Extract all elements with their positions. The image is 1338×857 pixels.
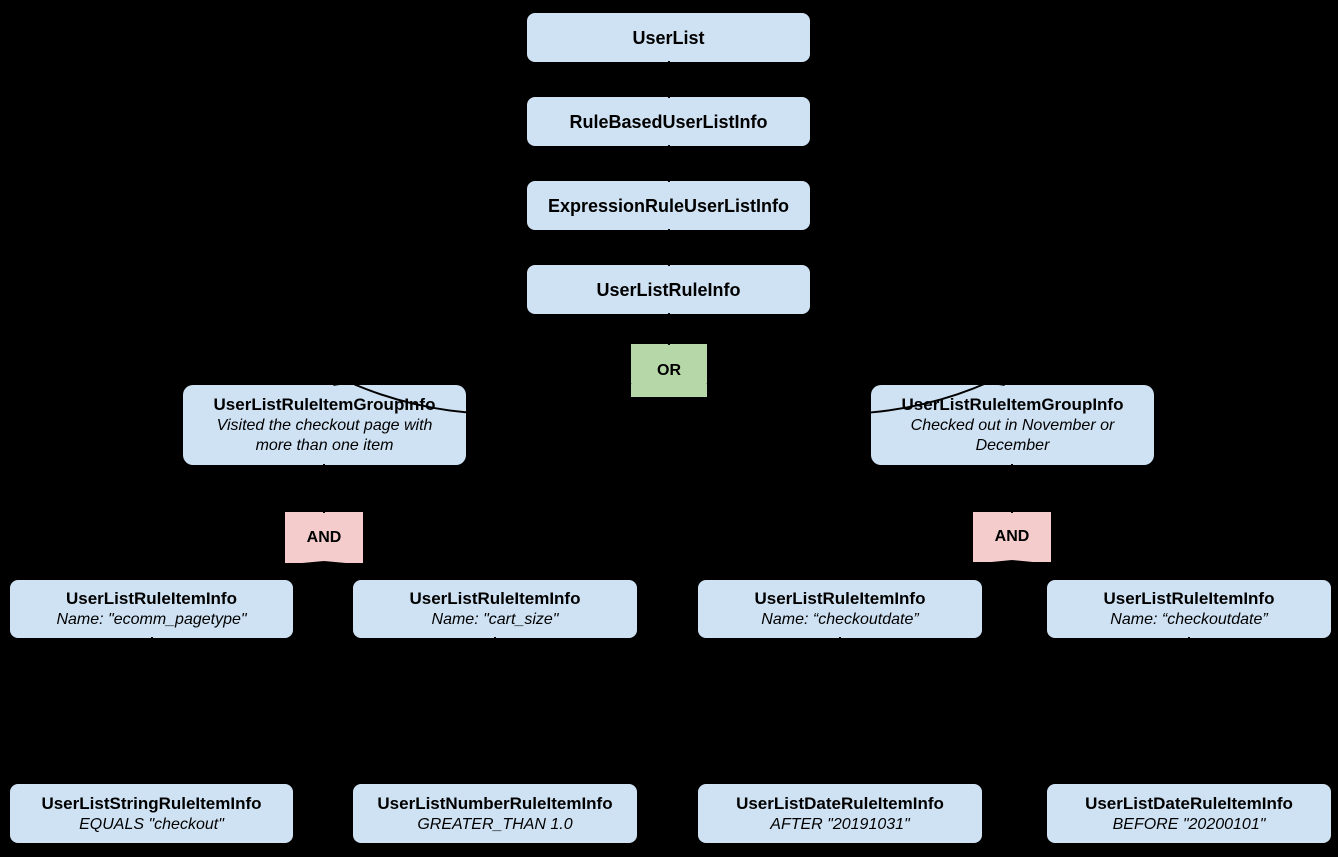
node-rule-item-group-left: UserListRuleItemGroupInfo Visited the ch…: [183, 385, 466, 465]
node-userlist: UserList: [527, 13, 810, 62]
node-date-rule-item-info-before-note: BEFORE "20200101": [1112, 815, 1266, 833]
connector-and-right-item-4: [1011, 560, 1190, 579]
and-operator-left-label: AND: [306, 528, 342, 546]
node-expression-rule-user-list-info-label: ExpressionRuleUserListInfo: [547, 195, 790, 216]
node-rule-item-cart-size-label: UserListRuleItemInfo: [409, 589, 581, 608]
node-number-rule-item-info: UserListNumberRuleItemInfo GREATER_THAN …: [353, 784, 637, 843]
node-string-rule-item-info: UserListStringRuleItemInfo EQUALS "check…: [10, 784, 293, 843]
node-rule-item-ecomm-pagetype-note: Name: "ecomm_pagetype": [56, 611, 247, 628]
connector-and-left-item-2: [323, 561, 496, 579]
node-user-list-rule-info-label: UserListRuleInfo: [596, 279, 741, 300]
node-rule-item-cart-size-note: Name: "cart_size": [431, 611, 559, 628]
node-userlist-label: UserList: [632, 27, 705, 48]
and-operator-left-node: AND: [285, 512, 363, 563]
node-user-list-rule-info: UserListRuleInfo: [527, 265, 810, 314]
node-expression-rule-user-list-info: ExpressionRuleUserListInfo: [527, 181, 810, 230]
node-rule-item-checkoutdate-before: UserListRuleItemInfo Name: “checkoutdate…: [1047, 580, 1331, 638]
node-rule-based-user-list-info: RuleBasedUserListInfo: [527, 97, 810, 146]
node-date-rule-item-info-after-label: UserListDateRuleItemInfo: [736, 793, 944, 813]
node-rule-item-checkoutdate-before-note: Name: “checkoutdate”: [1110, 611, 1268, 628]
node-number-rule-item-info-note: GREATER_THAN 1.0: [417, 815, 573, 833]
node-number-rule-item-info-label: UserListNumberRuleItemInfo: [377, 793, 613, 813]
node-rule-item-checkoutdate-after-label: UserListRuleItemInfo: [754, 589, 926, 608]
node-rule-item-group-left-note: Visited the checkout page with more than…: [216, 417, 433, 454]
node-rule-item-ecomm-pagetype: UserListRuleItemInfo Name: "ecomm_pagety…: [10, 580, 293, 638]
node-rule-item-cart-size: UserListRuleItemInfo Name: "cart_size": [353, 580, 637, 638]
node-rule-item-checkoutdate-after-note: Name: “checkoutdate”: [761, 611, 919, 628]
node-date-rule-item-info-after: UserListDateRuleItemInfo AFTER "20191031…: [698, 784, 982, 843]
node-date-rule-item-info-after-note: AFTER "20191031": [770, 815, 910, 833]
connector-and-right-item-3: [839, 560, 1013, 579]
node-rule-item-checkoutdate-before-label: UserListRuleItemInfo: [1103, 589, 1275, 608]
or-operator-label: OR: [657, 361, 681, 379]
node-string-rule-item-info-label: UserListStringRuleItemInfo: [41, 793, 262, 813]
and-operator-right-node: AND: [973, 512, 1051, 562]
node-string-rule-item-info-note: EQUALS "checkout": [79, 815, 224, 833]
node-rule-item-group-right: UserListRuleItemGroupInfo Checked out in…: [871, 385, 1154, 465]
node-rule-item-checkoutdate-after: UserListRuleItemInfo Name: “checkoutdate…: [698, 580, 982, 638]
node-rule-item-ecomm-pagetype-label: UserListRuleItemInfo: [66, 589, 237, 608]
node-date-rule-item-info-before: UserListDateRuleItemInfo BEFORE "2020010…: [1047, 784, 1331, 843]
and-operator-right-label: AND: [994, 528, 1030, 545]
node-rule-item-group-left-label: UserListRuleItemGroupInfo: [213, 395, 436, 414]
node-rule-item-group-right-note: Checked out in November or December: [910, 417, 1115, 454]
node-rule-item-group-right-label: UserListRuleItemGroupInfo: [901, 395, 1124, 414]
node-date-rule-item-info-before-label: UserListDateRuleItemInfo: [1085, 793, 1293, 813]
connector-and-left-item-1: [151, 561, 325, 579]
or-operator-node: OR: [631, 344, 707, 397]
node-rule-based-user-list-info-label: RuleBasedUserListInfo: [569, 111, 768, 132]
